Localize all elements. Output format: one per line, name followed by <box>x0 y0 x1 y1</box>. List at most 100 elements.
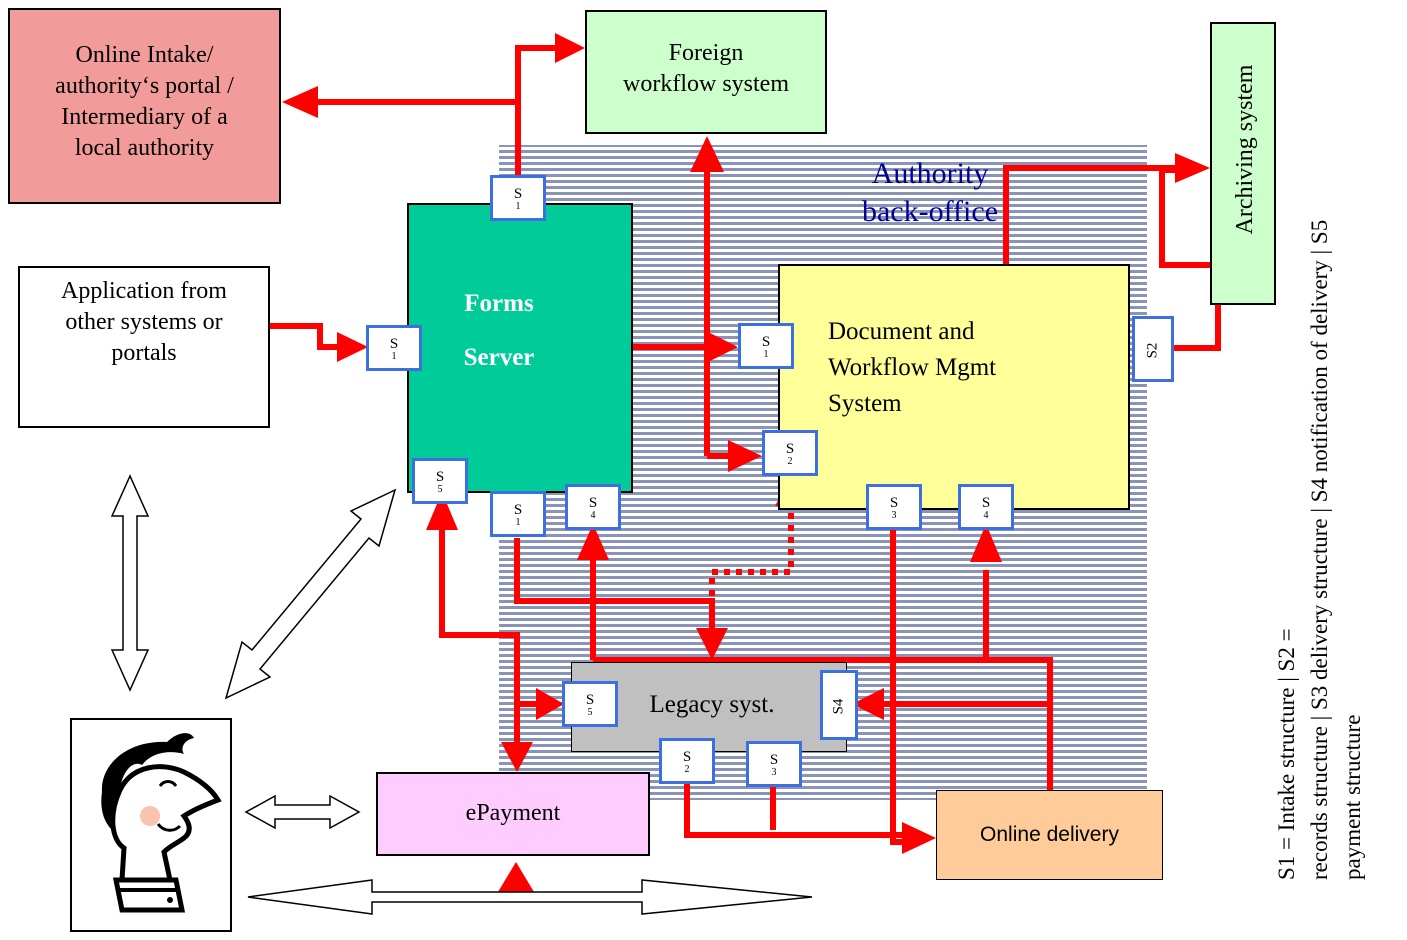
citizen-user-box[interactable] <box>70 718 232 932</box>
authority-backoffice-label: Authority back-office <box>830 155 1030 231</box>
port-label: S <box>761 334 771 350</box>
forms-server-box[interactable]: Forms Server <box>407 203 633 493</box>
port-sublabel: 5 <box>587 707 593 718</box>
port-label: S <box>981 495 991 511</box>
online-delivery-label: Online delivery <box>980 823 1119 846</box>
arrowhead <box>282 86 318 118</box>
arrowhead <box>555 33 585 63</box>
legend: S1 = Intake structure | S2 = records str… <box>1270 60 1369 880</box>
port-label: S <box>435 469 445 485</box>
port-label: S <box>513 502 523 518</box>
flow-legacy-to-dms-dotted <box>709 502 794 632</box>
user-interaction-arrows <box>110 474 813 915</box>
port-s3-legacy[interactable]: S 3 <box>746 741 802 787</box>
epayment-label: ePayment <box>465 800 561 826</box>
port-sublabel: 2 <box>787 456 793 467</box>
port-sublabel: 2 <box>684 764 690 775</box>
document-workflow-mgmt-box[interactable]: Document and Workflow Mgmt System <box>778 264 1130 510</box>
archiving-system-label: Archiving system <box>1232 64 1258 235</box>
port-s1-forms-left[interactable]: S 1 <box>366 325 422 371</box>
port-s2-archive[interactable]: S2 <box>1132 316 1174 382</box>
port-sublabel: 1 <box>515 201 521 212</box>
arrowhead <box>852 688 884 720</box>
port-label: S <box>585 692 595 708</box>
arrowhead <box>970 524 1002 562</box>
arrowhead <box>501 742 533 772</box>
foreign-workflow-box[interactable]: Foreign workflow system <box>585 10 827 134</box>
arrowhead <box>577 524 609 560</box>
port-s4-legacy[interactable]: S4 <box>820 670 858 740</box>
authority-label-line-2: back-office <box>861 195 999 228</box>
port-sublabel: 1 <box>763 349 769 360</box>
arrowhead <box>337 332 368 362</box>
port-s4-dms[interactable]: S 4 <box>958 484 1014 530</box>
port-sublabel: 3 <box>771 767 777 778</box>
port-s3-dms[interactable]: S 3 <box>866 484 922 530</box>
flow-dms-s3-to-delivery <box>890 530 905 845</box>
port-label: S <box>389 336 399 352</box>
archiving-system-box[interactable]: Archiving system <box>1210 22 1276 305</box>
arrowhead <box>536 688 564 720</box>
online-delivery-box[interactable]: Online delivery <box>936 790 1163 880</box>
port-label: S <box>588 495 598 511</box>
legacy-system-label: Legacy syst. <box>649 691 775 718</box>
forms-server-line-2: Server <box>463 344 535 371</box>
user-avatar-icon <box>101 733 222 913</box>
application-line-3: portals <box>111 340 177 366</box>
flow-forms-s5-epayment <box>439 530 520 745</box>
port-s2-legacy[interactable]: S 2 <box>659 738 715 784</box>
port-s1-forms-bottom[interactable]: S 1 <box>490 491 546 537</box>
port-label: S <box>682 749 692 765</box>
legend-line-1: S1 = Intake structure | S2 = <box>1274 628 1299 880</box>
epayment-box[interactable]: ePayment <box>376 772 650 856</box>
port-sublabel: 1 <box>391 351 397 362</box>
arrowhead <box>1175 153 1210 183</box>
application-from-other-systems-box[interactable]: Application from other systems or portal… <box>18 266 270 428</box>
legend-line-3: payment structure <box>1340 714 1365 880</box>
port-s5-forms[interactable]: S 5 <box>412 458 468 504</box>
arrowhead <box>498 862 534 892</box>
online-intake-line-4: local authority <box>74 135 215 161</box>
port-s2-dms[interactable]: S 2 <box>762 430 818 476</box>
double-arrow-diagonal <box>224 488 397 700</box>
application-line-1: Application from <box>61 278 227 304</box>
port-sublabel: 4 <box>590 510 596 521</box>
dms-line-2: Workflow Mgmt <box>828 354 997 381</box>
dms-line-1: Document and <box>828 318 975 345</box>
port-label: S <box>769 752 779 768</box>
port-s1-dms[interactable]: S 1 <box>738 323 794 369</box>
port-sublabel: 1 <box>515 517 521 528</box>
foreign-workflow-line-1: Foreign <box>668 40 744 66</box>
flow-delivery-loop <box>593 657 1053 790</box>
port-s4-forms-bottom[interactable]: S 4 <box>565 484 621 530</box>
port-label: S2 <box>1144 342 1161 359</box>
online-intake-box[interactable]: Online Intake/ authority‘s portal / Inte… <box>8 8 281 204</box>
port-label: S <box>785 441 795 457</box>
double-arrow-horizontal-small <box>244 794 361 830</box>
double-arrow-horizontal-long <box>247 879 813 915</box>
arrowhead <box>696 628 728 660</box>
port-sublabel: 5 <box>437 484 443 495</box>
foreign-workflow-line-2: workflow system <box>623 71 789 97</box>
arrowhead <box>902 822 936 854</box>
online-intake-line-3: Intermediary of a <box>61 104 228 130</box>
double-arrow-vertical <box>110 474 150 692</box>
arrowhead <box>426 492 458 530</box>
port-s5-legacy[interactable]: S 5 <box>562 681 618 727</box>
arrowhead <box>690 136 724 172</box>
dms-line-3: System <box>828 390 902 417</box>
online-intake-line-2: authority‘s portal / <box>55 73 234 99</box>
authority-label-line-1: Authority <box>871 157 989 190</box>
port-sublabel: 3 <box>891 510 897 521</box>
flow-legacy-to-delivery <box>684 780 905 838</box>
port-sublabel: 4 <box>983 510 989 521</box>
arrowhead <box>708 332 738 362</box>
port-label: S <box>889 495 899 511</box>
application-line-2: other systems or <box>65 309 223 335</box>
port-s1-forms-top[interactable]: S 1 <box>490 175 546 221</box>
arrowheads <box>282 33 1210 892</box>
forms-server-line-1: Forms <box>464 290 534 317</box>
port-label: S4 <box>830 698 847 715</box>
port-label: S <box>513 186 523 202</box>
arrowhead <box>728 440 762 472</box>
